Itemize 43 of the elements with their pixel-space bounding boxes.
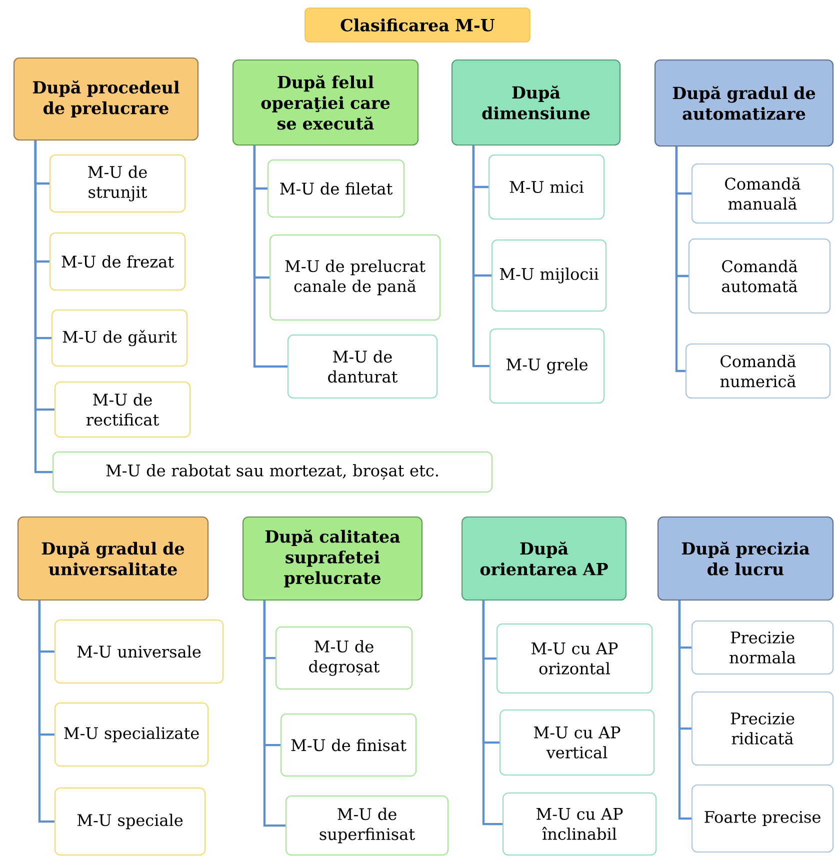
category-box: După procedeul de prelucrare — [13, 57, 199, 141]
item-box: Foarte precise — [691, 784, 834, 853]
category-box: După precizia de lucru — [657, 516, 834, 601]
item-box: M-U de rectificat — [54, 381, 191, 438]
item-box: M-U grele — [489, 328, 605, 404]
item-box: M-U mici — [488, 154, 605, 220]
item-box: M-U de gǎurit — [51, 309, 188, 367]
category-box: După gradul de automatizare — [654, 59, 834, 147]
item-box: M-U de finisat — [280, 713, 417, 777]
item-box: M-U mijlocii — [491, 239, 607, 312]
item-box: Precizie normala — [691, 620, 834, 675]
item-box: M-U cu AP înclinabil — [502, 792, 657, 856]
item-box: Comandă numerică — [685, 343, 831, 399]
item-box: M-U de degroșat — [275, 626, 413, 690]
connector-line — [253, 146, 288, 368]
item-box: M-U cu AP orizontal — [496, 623, 653, 694]
item-box: M-U specializate — [54, 702, 209, 767]
item-box: M-U de filetat — [267, 159, 405, 218]
item-box: Precizie ridicată — [691, 691, 834, 766]
item-box: M-U de strunjit — [49, 154, 186, 213]
connector-line — [263, 600, 286, 827]
item-box: Comandă manuală — [691, 163, 834, 224]
category-box: După gradul de universalitate — [17, 516, 209, 601]
category-box: După orientarea AP — [461, 516, 627, 601]
item-box: M-U speciale — [54, 787, 206, 856]
item-box: M-U cu AP vertical — [499, 709, 655, 776]
title-box: Clasificarea M-U — [304, 8, 530, 42]
item-box: M-U de danturat — [287, 334, 438, 399]
connector-line — [38, 600, 54, 823]
connector-line — [472, 146, 490, 368]
connector-line — [482, 600, 502, 826]
item-box: M-U universale — [54, 619, 224, 684]
category-box: După dimensiune — [451, 59, 621, 146]
connector-line — [675, 146, 686, 372]
item-box: M-U de rabotat sau mortezat, broșat etc. — [52, 451, 493, 493]
item-box: M-U de prelucrat canale de pană — [269, 234, 441, 321]
item-box: M-U de superfinisat — [285, 795, 449, 856]
item-box: Comandă automată — [688, 238, 831, 314]
item-box: M-U de frezat — [49, 232, 186, 291]
category-box: După calitatea suprafetei prelucrate — [242, 516, 423, 601]
category-box: După felul operaţiei care se execută — [232, 59, 419, 146]
connector-line — [34, 140, 52, 474]
connector-line — [678, 600, 692, 820]
